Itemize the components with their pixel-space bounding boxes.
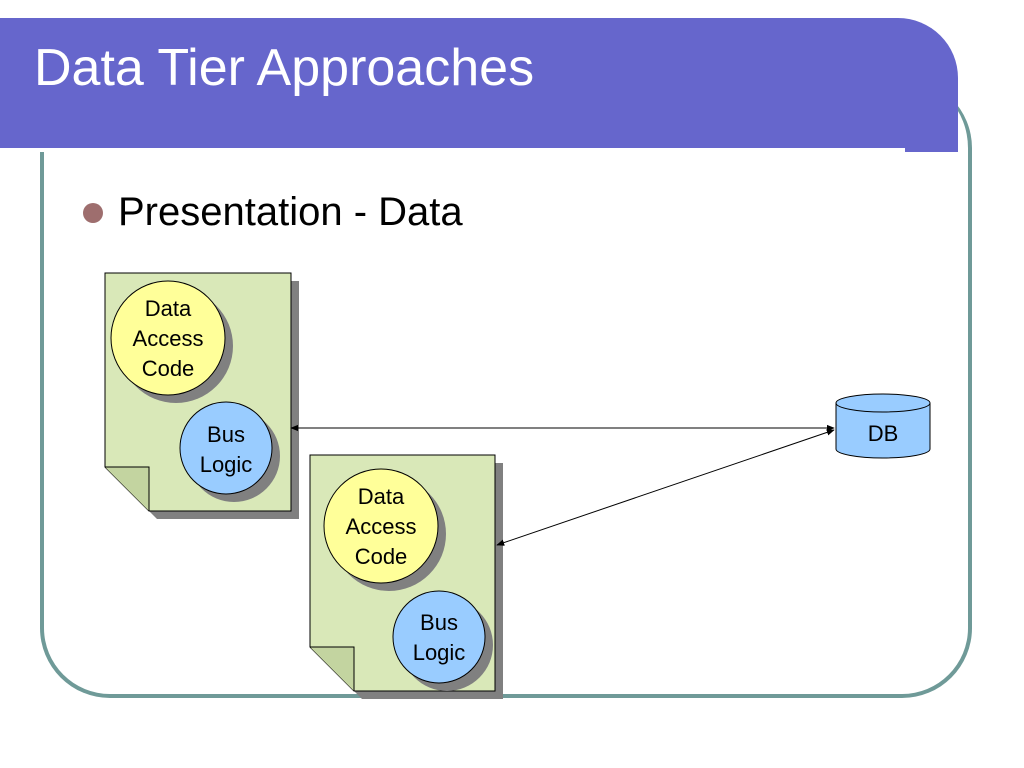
database-label: DB (868, 421, 899, 446)
bullet-icon (83, 203, 103, 223)
slide-frame (40, 78, 972, 698)
svg-text:Data: Data (145, 296, 192, 321)
connector-document-2-db (496, 429, 835, 546)
svg-text:Code: Code (142, 356, 195, 381)
title-underline (0, 148, 905, 152)
database: DB (835, 393, 931, 459)
bus-logic-1-line-2: Logic (200, 452, 253, 477)
document-1: Data Access Code Bus Logic (104, 272, 299, 519)
data-access-1-line-1: Data (145, 296, 192, 321)
data-access-1-line-2: Access (133, 326, 204, 351)
document-1-fold (105, 466, 150, 511)
bus-logic-1-line-1: Bus (207, 422, 245, 447)
svg-text:Code: Code (355, 544, 408, 569)
bus-logic-2-line-1: Bus (420, 610, 458, 635)
bullet-text: Presentation - Data (118, 190, 463, 234)
page-title: Data Tier Approaches (34, 39, 535, 97)
database-cylinder (835, 403, 931, 459)
data-access-code-1: Data Access Code (110, 280, 233, 403)
svg-text:Bus: Bus (420, 610, 458, 635)
svg-text:Bus: Bus (207, 422, 245, 447)
svg-text:Access: Access (133, 326, 204, 351)
svg-text:Access: Access (346, 514, 417, 539)
data-access-code-2: Data Access Code (323, 468, 446, 591)
bus-logic-2-line-2: Logic (413, 640, 466, 665)
bus-logic-2: Bus Logic (392, 590, 493, 691)
data-access-1-line-3: Code (142, 356, 195, 381)
title-bar (0, 18, 958, 152)
document-2-fold (310, 646, 355, 691)
svg-text:Logic: Logic (413, 640, 466, 665)
svg-text:Data: Data (358, 484, 405, 509)
svg-text:Logic: Logic (200, 452, 253, 477)
data-access-2-line-2: Access (346, 514, 417, 539)
database-top (835, 393, 931, 413)
data-access-2-line-3: Code (355, 544, 408, 569)
data-access-2-line-1: Data (358, 484, 405, 509)
bus-logic-1: Bus Logic (179, 401, 280, 502)
document-2: Data Access Code Bus Logic (309, 454, 503, 699)
